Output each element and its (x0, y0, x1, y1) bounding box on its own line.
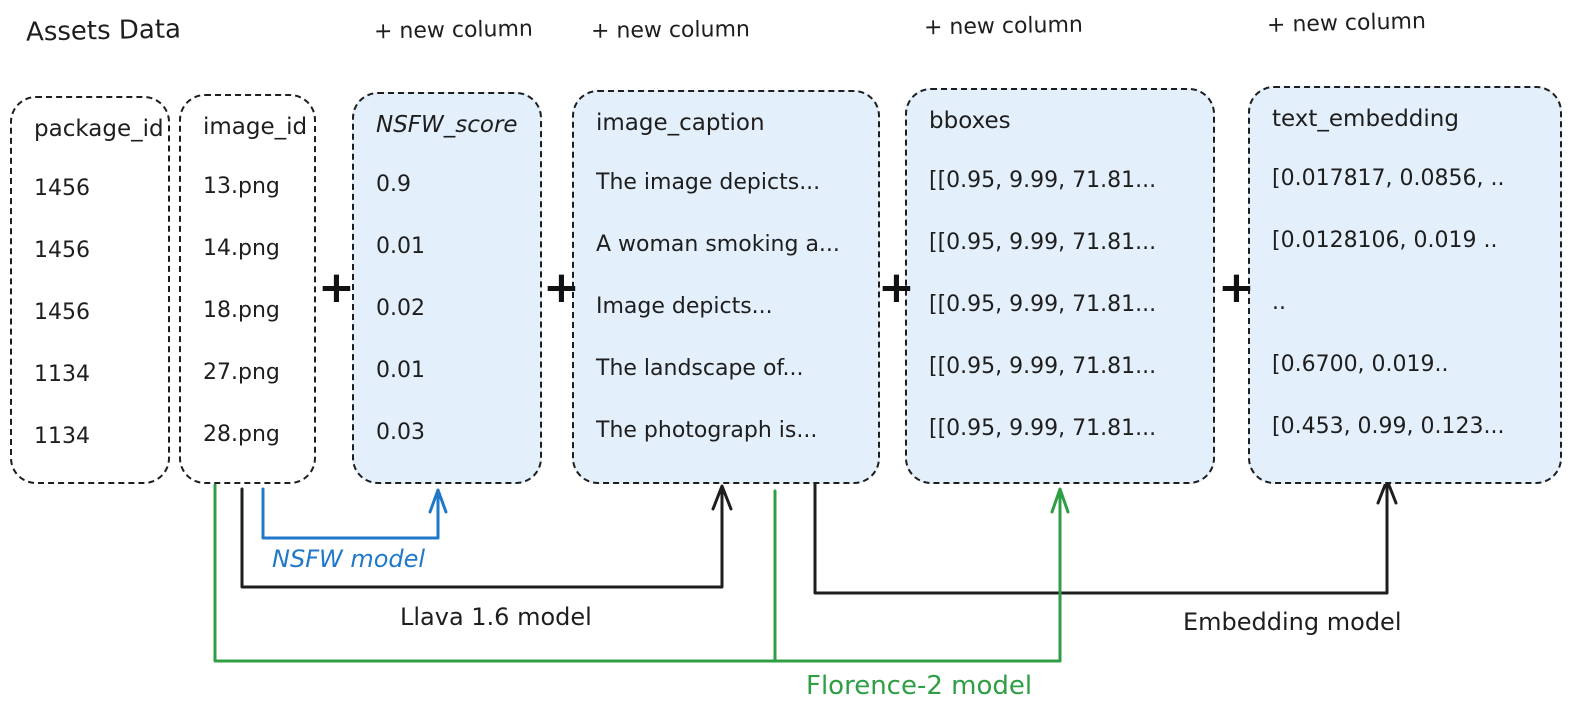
cell: [[0.95, 9.99, 71.81... (929, 292, 1157, 317)
cell: 27.png (203, 360, 280, 385)
column-box-package-id: package_id 1456 1456 1456 1134 1134 (10, 96, 170, 484)
nsfw-model-label: NSFW model (272, 545, 426, 573)
cell: 0.01 (376, 234, 425, 259)
column-box-bboxes: bboxes [[0.95, 9.99, 71.81... [[0.95, 9.… (905, 88, 1215, 484)
llava-model-label: Llava 1.6 model (400, 603, 592, 631)
new-column-label-caption: + new column (590, 17, 751, 44)
cell: [0.453, 0.99, 0.123... (1272, 414, 1505, 439)
column-header: text_embedding (1272, 106, 1459, 132)
cell: [[0.95, 9.99, 71.81... (929, 230, 1157, 255)
cell: 18.png (203, 298, 280, 323)
cell: 1456 (34, 300, 90, 325)
cell: 0.03 (376, 420, 425, 445)
embedding-model-arrow (813, 478, 1398, 595)
plus-sign: + (318, 262, 355, 313)
plus-sign: + (878, 262, 915, 313)
column-header: image_id (203, 114, 308, 140)
column-box-nsfw-score: NSFW_score 0.9 0.01 0.02 0.01 0.03 (352, 92, 542, 484)
cell: 0.02 (376, 296, 425, 321)
cell: A woman smoking a... (596, 232, 840, 257)
florence-model-label: Florence-2 model (806, 671, 1033, 701)
cell: 1456 (34, 238, 90, 263)
cell: 0.01 (376, 358, 425, 383)
embedding-model-label: Embedding model (1183, 608, 1402, 636)
cell: The photograph is... (596, 418, 818, 443)
column-box-image-id: image_id 13.png 14.png 18.png 27.png 28.… (179, 94, 316, 484)
cell: [0.6700, 0.019.. (1272, 352, 1449, 377)
plus-sign: + (1218, 262, 1255, 313)
column-header: image_caption (596, 110, 765, 136)
cell: 1456 (34, 176, 90, 201)
cell: [[0.95, 9.99, 71.81... (929, 168, 1157, 193)
column-box-image-caption: image_caption The image depicts... A wom… (572, 90, 880, 484)
cell: [0.017817, 0.0856, .. (1272, 166, 1505, 191)
column-header: bboxes (929, 108, 1011, 134)
florence-model-arrow (213, 483, 1070, 663)
cell: 13.png (203, 174, 280, 199)
new-column-label-embedding: + new column (1266, 9, 1427, 38)
new-column-label-nsfw: + new column (373, 16, 534, 45)
cell: 28.png (203, 422, 280, 447)
column-box-text-embedding: text_embedding [0.017817, 0.0856, .. [0.… (1248, 86, 1562, 484)
cell: [0.0128106, 0.019 .. (1272, 228, 1498, 253)
nsfw-model-arrow (261, 487, 448, 540)
plus-sign: + (543, 262, 580, 313)
cell: .. (1272, 290, 1286, 315)
assets-data-label: Assets Data (25, 14, 182, 48)
cell: Image depicts... (596, 294, 773, 319)
cell: 1134 (34, 362, 90, 387)
cell: The image depicts... (596, 170, 821, 195)
cell: [[0.95, 9.99, 71.81... (929, 354, 1157, 379)
cell: 14.png (203, 236, 280, 261)
cell: The landscape of... (596, 356, 804, 381)
cell: 1134 (34, 424, 90, 449)
column-header: package_id (34, 116, 164, 142)
cell: 0.9 (376, 172, 411, 197)
new-column-label-bboxes: + new column (923, 12, 1084, 41)
cell: [[0.95, 9.99, 71.81... (929, 416, 1157, 441)
column-header: NSFW_score (376, 112, 518, 138)
